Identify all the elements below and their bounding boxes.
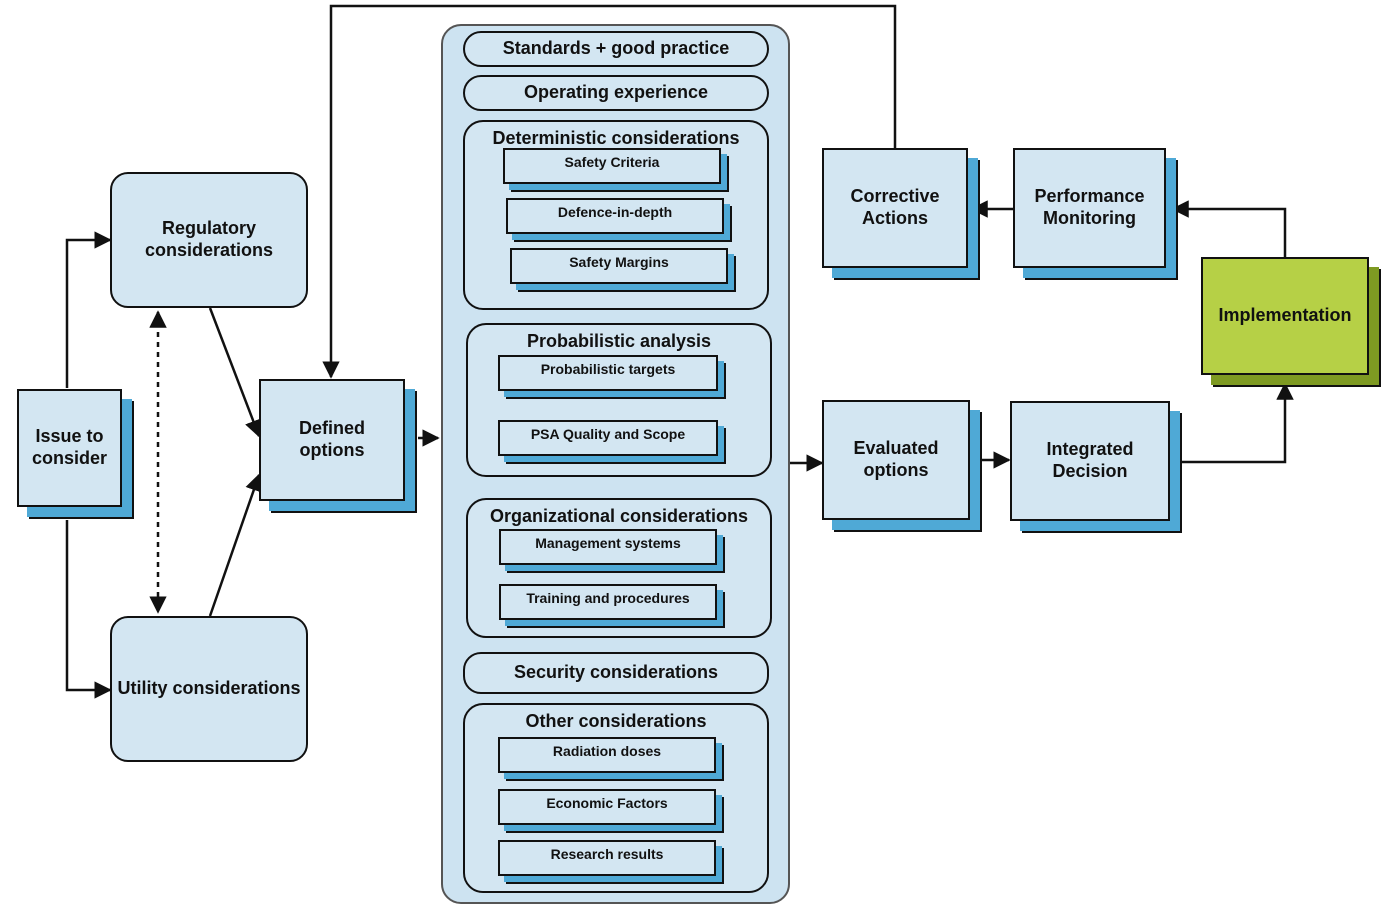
arrow-integrated-to-implementation	[1182, 382, 1294, 464]
implementation-node: Implementation	[1201, 257, 1369, 375]
integrated-decision-node: Integrated Decision	[1010, 401, 1170, 521]
performance-monitoring-node: Performance Monitoring	[1013, 148, 1166, 268]
organizational-title: Organizational considerations	[489, 506, 749, 526]
standards-pill: Standards + good practice	[463, 31, 769, 67]
arrow-utility-to-defined	[208, 473, 263, 617]
corrective-actions-label: Corrective Actions	[850, 186, 940, 228]
safety-margins-item: Safety Margins	[510, 248, 728, 284]
radiation-doses-item: Radiation doses	[498, 737, 716, 773]
arrow-issue-to-utility	[65, 520, 112, 699]
evaluated-options-node: Evaluated options	[822, 400, 970, 520]
economic-factors-label: Economic Factors	[546, 795, 668, 811]
standards-label: Standards + good practice	[502, 38, 730, 59]
training-procedures-item: Training and procedures	[499, 584, 717, 620]
security-label: Security considerations	[513, 662, 719, 683]
economic-factors-item: Economic Factors	[498, 789, 716, 825]
other-title: Other considerations	[525, 711, 707, 731]
operating-experience-label: Operating experience	[523, 82, 709, 103]
psa-quality-item: PSA Quality and Scope	[498, 420, 718, 456]
deterministic-title: Deterministic considerations	[492, 128, 740, 148]
corrective-actions-node: Corrective Actions	[822, 148, 968, 268]
probabilistic-targets-item: Probabilistic targets	[498, 355, 718, 391]
defined-options-node: Defined options	[259, 379, 405, 501]
defence-in-depth-item: Defence-in-depth	[506, 198, 724, 234]
issue-to-consider-node: Issue to consider	[17, 389, 122, 507]
safety-criteria-item: Safety Criteria	[503, 148, 721, 184]
issue-to-consider-label: Issue to consider	[31, 426, 108, 468]
training-procedures-label: Training and procedures	[526, 590, 690, 606]
probabilistic-title: Probabilistic analysis	[526, 331, 712, 351]
defence-in-depth-label: Defence-in-depth	[557, 204, 673, 220]
radiation-doses-label: Radiation doses	[552, 743, 662, 759]
implementation-label: Implementation	[1218, 305, 1352, 326]
research-results-item: Research results	[498, 840, 716, 876]
regulatory-considerations-label: Regulatory considerations	[144, 218, 274, 260]
performance-monitoring-label: Performance Monitoring	[1034, 186, 1145, 228]
security-pill: Security considerations	[463, 652, 769, 694]
arrow-implementation-to-performance	[1171, 200, 1287, 257]
management-systems-item: Management systems	[499, 529, 717, 565]
utility-considerations-label: Utility considerations	[117, 678, 301, 699]
safety-criteria-label: Safety Criteria	[564, 154, 660, 170]
utility-considerations-node: Utility considerations	[110, 616, 308, 762]
safety-margins-label: Safety Margins	[569, 254, 669, 270]
psa-quality-label: PSA Quality and Scope	[530, 426, 686, 442]
management-systems-label: Management systems	[535, 535, 681, 551]
research-results-label: Research results	[550, 846, 664, 862]
defined-options-label: Defined options	[298, 418, 365, 460]
regulatory-considerations-node: Regulatory considerations	[110, 172, 308, 308]
evaluated-options-label: Evaluated options	[853, 438, 939, 480]
arrow-regulatory-to-defined	[208, 307, 262, 438]
arrow-corrective-to-defined	[322, 4, 897, 379]
integrated-decision-label: Integrated Decision	[1046, 439, 1134, 481]
arrow-issue-to-regulatory	[65, 231, 112, 388]
operating-experience-pill: Operating experience	[463, 75, 769, 111]
probabilistic-targets-label: Probabilistic targets	[540, 361, 676, 377]
